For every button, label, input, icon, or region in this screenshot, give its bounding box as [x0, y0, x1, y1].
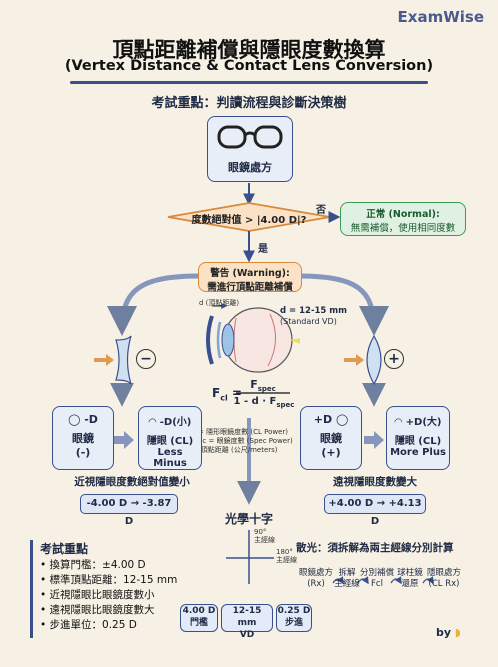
- left-glasses-sign: (-): [75, 446, 91, 459]
- cross-180-label: 180°主經線: [276, 548, 297, 564]
- arrow-warning-right: [297, 273, 389, 336]
- eye-vessel-2: [267, 313, 276, 367]
- left-cl-name: 隱眼 (CL): [146, 436, 194, 447]
- concave-lens-shape: [115, 335, 132, 385]
- decision-text: 度數絕對值 > |4.00 D|?: [191, 215, 307, 226]
- spectacle-lens: [206, 315, 214, 365]
- warning-box: 警告 (Warning): 需進行頂點距離補償: [198, 262, 302, 293]
- key-point-item: 標準頂點距離：12-15 mm: [40, 573, 190, 588]
- normal-box-title: 正常 (Normal):: [366, 209, 440, 220]
- minus-sign-icon: −: [136, 349, 156, 369]
- key-points-bar: [30, 540, 33, 638]
- right-glasses-icon: +D ◯: [313, 413, 349, 426]
- formula-numerator: Fspec: [250, 378, 276, 394]
- left-glasses-name: 眼鏡: [72, 432, 94, 445]
- arrow-right-glasses-to-cl: [364, 431, 384, 449]
- formula-legend: Fcl = 隱形眼鏡度數 (CL Power) Fspec = 眼鏡度數 (Sp…: [186, 428, 293, 454]
- key-point-item: 遠視隱眼比眼鏡度數大: [40, 603, 190, 618]
- optical-cross-title: 光學十字: [224, 512, 273, 526]
- orange-arrow-right: [344, 354, 364, 366]
- start-box-label: 眼鏡處方: [228, 161, 272, 174]
- orange-arrow-left: [94, 354, 114, 366]
- eye-cornea: [221, 323, 235, 357]
- vd-standard: (Standard VD): [280, 317, 337, 326]
- page-subtitle: (Vertex Distance & Contact Lens Conversi…: [64, 58, 434, 74]
- left-summary: 近視隱眼度數絕對值變小: [74, 476, 190, 488]
- astig-arrow-4: [422, 576, 434, 585]
- key-points-list: 換算門檻：±4.00 D 標準頂點距離：12-15 mm 近視隱眼比眼鏡度數小 …: [40, 558, 190, 633]
- key-point-item: 近視隱眼比眼鏡度數小: [40, 588, 190, 603]
- vd-label: d (頂點距離): [199, 299, 240, 307]
- by-credit: by ◗: [436, 626, 461, 639]
- astig-step-4: 球柱鏡還原: [397, 568, 423, 589]
- convex-lens-shape: [366, 334, 382, 386]
- arrow-warning-left: [107, 273, 201, 336]
- right-glasses-box: +D ◯ 眼鏡 (+): [300, 406, 362, 470]
- glasses-icon: [217, 125, 283, 149]
- page-title: 頂點距離補償與隱眼度數換算: [112, 38, 386, 62]
- arrow-left-glasses-to-cl: [114, 431, 134, 449]
- cross-90-label: 90°主經線: [254, 528, 275, 544]
- start-box: 眼鏡處方: [207, 116, 293, 182]
- right-glasses-name: 眼鏡: [320, 432, 342, 445]
- astig-step-1: 眼鏡處方(Rx): [298, 568, 333, 589]
- right-cl-icon: ◠ +D(大): [394, 417, 442, 428]
- right-glasses-sign: (+): [321, 446, 341, 459]
- astig-arrow-2: [357, 576, 369, 585]
- plus-sign-icon: +: [384, 349, 404, 369]
- normal-box-desc: 無需補償，使用相同度數: [350, 223, 456, 234]
- astig-arrow-3: [390, 576, 402, 585]
- right-cl-name: 隱眼 (CL): [394, 436, 442, 447]
- right-summary: 遠視隱眼度數變大: [333, 476, 417, 488]
- astig-step-5: 隱眼處方(CL Rx): [426, 568, 461, 589]
- brand-logo: ExamWise: [397, 8, 484, 26]
- astig-title: 散光：須拆解為兩主經線分別計算: [296, 542, 454, 554]
- warning-box-desc: 需進行頂點距離補償: [207, 282, 293, 293]
- title-underline: [70, 81, 428, 84]
- formula-denominator: 1 - d · Fspec: [233, 396, 295, 409]
- right-cl-desc: More Plus: [390, 447, 446, 458]
- focus-heading: 考試重點：判讀流程與診斷決策樹: [151, 96, 347, 111]
- optic-nerve: [290, 338, 300, 344]
- key-point-item: 步進單位：0.25 D: [40, 618, 190, 633]
- normal-box: 正常 (Normal): 無需補償，使用相同度數: [340, 202, 466, 236]
- left-cl-desc: Less Minus: [153, 447, 187, 469]
- right-example: +4.00 D → +4.13 D: [324, 494, 426, 527]
- left-glasses-box: ◯ -D 眼鏡 (-): [52, 406, 114, 470]
- formula-lhs: Fcl =: [212, 386, 242, 403]
- key-points-title: 考試重點: [40, 542, 89, 556]
- yes-label: 是: [258, 244, 268, 255]
- left-cl-icon: ◠ -D(小): [148, 417, 192, 428]
- astig-arrow-1: [332, 576, 344, 585]
- left-example: -4.00 D → -3.87 D: [80, 494, 178, 527]
- right-cl-box: ◠ +D(大) 隱眼 (CL) More Plus: [386, 406, 450, 470]
- contact-lens: [216, 321, 222, 359]
- warning-box-title: 警告 (Warning):: [210, 268, 290, 279]
- left-glasses-icon: ◯ -D: [68, 413, 98, 426]
- astig-step-2: 拆解主經線: [334, 568, 360, 589]
- key-point-item: 換算門檻：±4.00 D: [40, 558, 190, 573]
- banana-icon: ◗: [454, 626, 461, 639]
- no-label: 否: [316, 205, 326, 216]
- left-cl-box: ◠ -D(小) 隱眼 (CL) Less Minus: [138, 406, 202, 470]
- vd-value: d = 12-15 mm: [280, 306, 347, 316]
